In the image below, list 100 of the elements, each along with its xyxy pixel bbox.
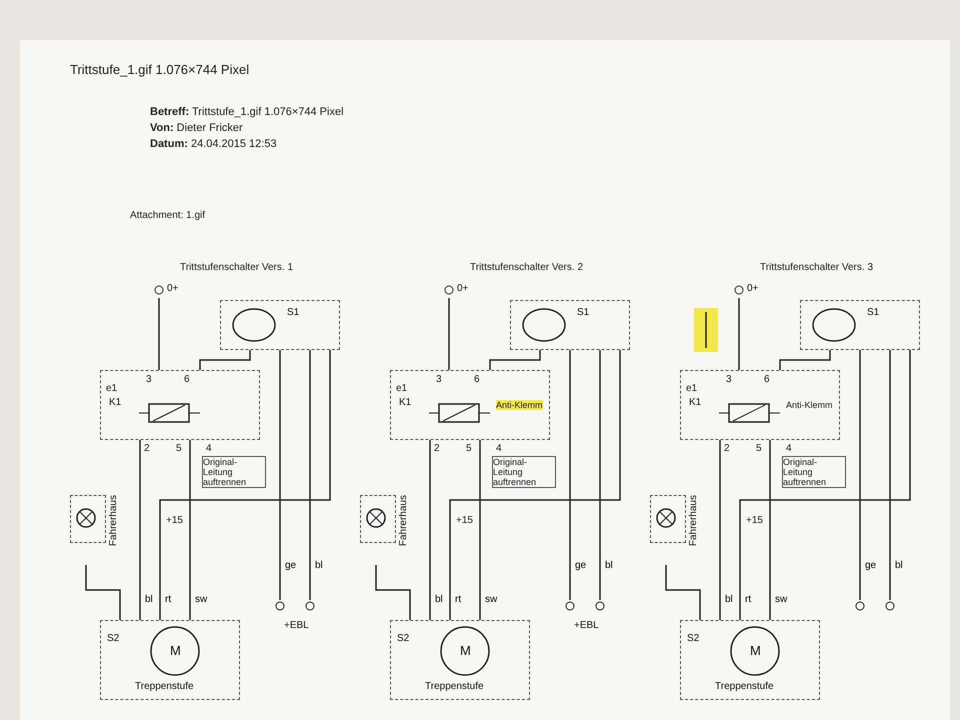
pin-number: 5	[176, 443, 182, 454]
relay-block	[680, 370, 840, 440]
component-label: e1	[686, 383, 698, 394]
switch-unit	[800, 300, 920, 350]
note: Original-Leitung auftrennen	[202, 456, 266, 488]
wire	[665, 565, 701, 620]
wire	[159, 350, 331, 620]
pin-number: 3	[146, 374, 152, 385]
wire	[479, 440, 481, 620]
component-label: e1	[396, 383, 408, 394]
component-label: Fahrerhaus	[108, 495, 119, 546]
component-label: S1	[577, 307, 590, 318]
attachment-note: Attachment: 1.gif	[130, 210, 206, 221]
wire	[429, 440, 431, 620]
wire	[769, 440, 771, 620]
wire-label: sw	[194, 594, 208, 605]
wire-label: ge	[284, 560, 298, 571]
pin-number: 4	[786, 443, 792, 454]
wire-label: ge	[574, 560, 588, 571]
wire	[139, 440, 141, 620]
header-field: Datum: 24.04.2015 12:53	[150, 138, 277, 150]
component-label: S1	[287, 307, 300, 318]
component-label: Treppenstufe	[425, 681, 484, 692]
wire	[449, 350, 621, 620]
wire	[189, 440, 191, 620]
note: Anti-Klemm	[496, 400, 543, 410]
pin-number: 6	[474, 374, 480, 385]
wire	[489, 350, 541, 370]
switch-unit	[220, 300, 340, 350]
wire	[158, 298, 160, 370]
pin-number: 6	[184, 374, 190, 385]
circuit-title: Trittstufenschalter Vers. 3	[760, 262, 874, 273]
wire-label: rt	[454, 594, 462, 605]
component-label: K1	[399, 397, 412, 408]
pin-number: 6	[764, 374, 770, 385]
wire-label: rt	[164, 594, 172, 605]
component-label: S2	[687, 633, 700, 644]
header-field: Betreff: Trittstufe_1.gif 1.076×744 Pixel	[150, 106, 344, 118]
component-label: e1	[106, 383, 118, 394]
circuit-title: Trittstufenschalter Vers. 1	[180, 262, 294, 273]
motor-unit	[100, 620, 240, 700]
wire	[85, 565, 121, 620]
wire	[779, 350, 831, 370]
wire	[599, 350, 601, 600]
wire-label: sw	[774, 594, 788, 605]
wire-label: bl	[144, 594, 154, 605]
wire-label: rt	[744, 594, 752, 605]
wire-label: bl	[894, 560, 904, 571]
wire	[739, 350, 911, 620]
file-title: Trittstufe_1.gif 1.076×744 Pixel	[70, 62, 250, 77]
terminal-label: +EBL	[284, 620, 309, 631]
header-field: Von: Dieter Fricker	[150, 122, 243, 134]
pin-number: 2	[724, 443, 730, 454]
pin-number: 4	[206, 443, 212, 454]
wire	[199, 350, 251, 370]
circuit-title: Trittstufenschalter Vers. 2	[470, 262, 584, 273]
component-label: K1	[689, 397, 702, 408]
wire-label: +15	[166, 515, 183, 526]
motor-label: M	[750, 643, 761, 658]
wire	[309, 350, 311, 600]
component-label: Fahrerhaus	[398, 495, 409, 546]
terminal-label: +EBL	[574, 620, 599, 631]
wire	[859, 350, 861, 600]
component-label: K1	[109, 397, 122, 408]
wire-label: bl	[314, 560, 324, 571]
component-label: S2	[397, 633, 410, 644]
pin-number: 4	[496, 443, 502, 454]
pin-number: 5	[466, 443, 472, 454]
wire-label: bl	[724, 594, 734, 605]
wire-label: ge	[864, 560, 878, 571]
wire-label: bl	[434, 594, 444, 605]
wire	[889, 350, 891, 600]
motor-unit	[680, 620, 820, 700]
terminal-label: 0+	[457, 283, 468, 294]
note: Anti-Klemm	[786, 400, 833, 410]
wire	[279, 350, 281, 600]
motor-label: M	[170, 643, 181, 658]
wire-label: +15	[456, 515, 473, 526]
pin-number: 2	[434, 443, 440, 454]
motor-label: M	[460, 643, 471, 658]
pin-number: 3	[436, 374, 442, 385]
component-label: Fahrerhaus	[688, 495, 699, 546]
wire	[569, 350, 571, 600]
component-label: S2	[107, 633, 120, 644]
pin-number: 3	[726, 374, 732, 385]
relay-block	[100, 370, 260, 440]
component-label: S1	[867, 307, 880, 318]
wire	[448, 298, 450, 370]
component-label: Treppenstufe	[135, 681, 194, 692]
wire	[375, 565, 411, 620]
terminal-label: 0+	[747, 283, 758, 294]
pin-number: 2	[144, 443, 150, 454]
wire	[738, 298, 740, 370]
terminal-label: 0+	[167, 283, 178, 294]
wire-label: sw	[484, 594, 498, 605]
wire	[719, 440, 721, 620]
note: Original-Leitung auftrennen	[492, 456, 556, 488]
motor-unit	[390, 620, 530, 700]
note: Original-Leitung auftrennen	[782, 456, 846, 488]
wire-label: +15	[746, 515, 763, 526]
